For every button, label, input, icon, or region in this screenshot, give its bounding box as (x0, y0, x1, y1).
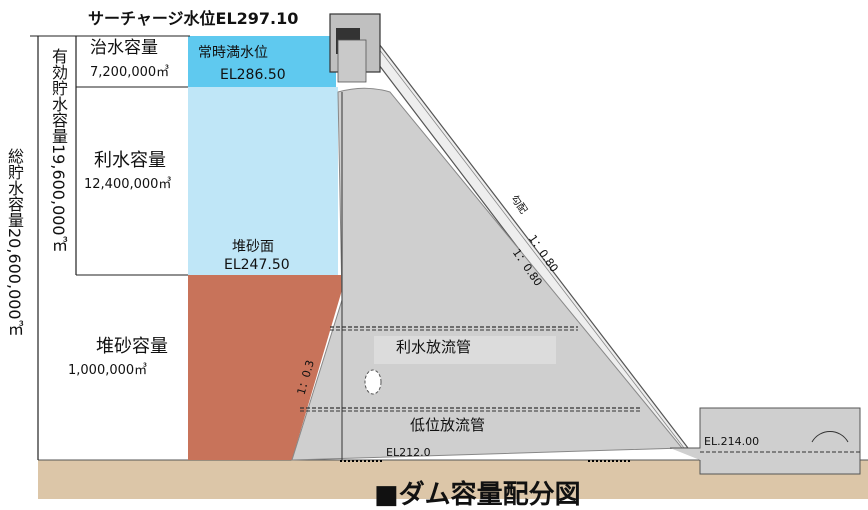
effective-capacity-label: 有効貯水容量19,600,000㎥ (49, 48, 68, 252)
flood-control-value: 7,200,000㎥ (90, 65, 170, 80)
base-elevation-label: EL212.0 (386, 446, 431, 459)
water-use-outlet-label: 利水放流管 (396, 338, 472, 356)
sediment-label: 堆砂容量 (96, 336, 168, 357)
low-level-outlet-label: 低位放流管 (410, 416, 486, 434)
downstream-elevation-label: EL.214.00 (704, 435, 760, 448)
dam-capacity-diagram: サーチャージ水位EL297.10 総貯水容量20,600,000㎥ 有効貯水容量… (5, 9, 868, 508)
flood-control-zone (188, 36, 336, 87)
outlet-label-box (374, 336, 556, 364)
flood-control-label: 治水容量 (90, 38, 158, 58)
water-use-zone (188, 87, 338, 275)
water-use-label: 利水容量 (94, 150, 166, 171)
normal-level-label: 常時満水位 (198, 45, 268, 61)
stilling-basin (670, 407, 861, 475)
gallery-oval (364, 369, 382, 395)
figure-title: ■ダム容量配分図 (374, 480, 581, 510)
sediment-surface-label: 堆砂面 (232, 239, 274, 255)
dam-cross-section (30, 13, 868, 499)
sediment-zone (188, 275, 342, 460)
water-use-value: 12,400,000㎥ (84, 177, 172, 192)
sediment-surface-value: EL247.50 (224, 257, 290, 273)
sediment-value: 1,000,000㎥ (68, 363, 148, 378)
normal-level-value: EL286.50 (220, 67, 286, 83)
total-capacity-label: 総貯水容量20,600,000㎥ (5, 148, 24, 336)
surcharge-level-label: サーチャージ水位EL297.10 (88, 9, 299, 28)
dam-body (291, 87, 684, 461)
